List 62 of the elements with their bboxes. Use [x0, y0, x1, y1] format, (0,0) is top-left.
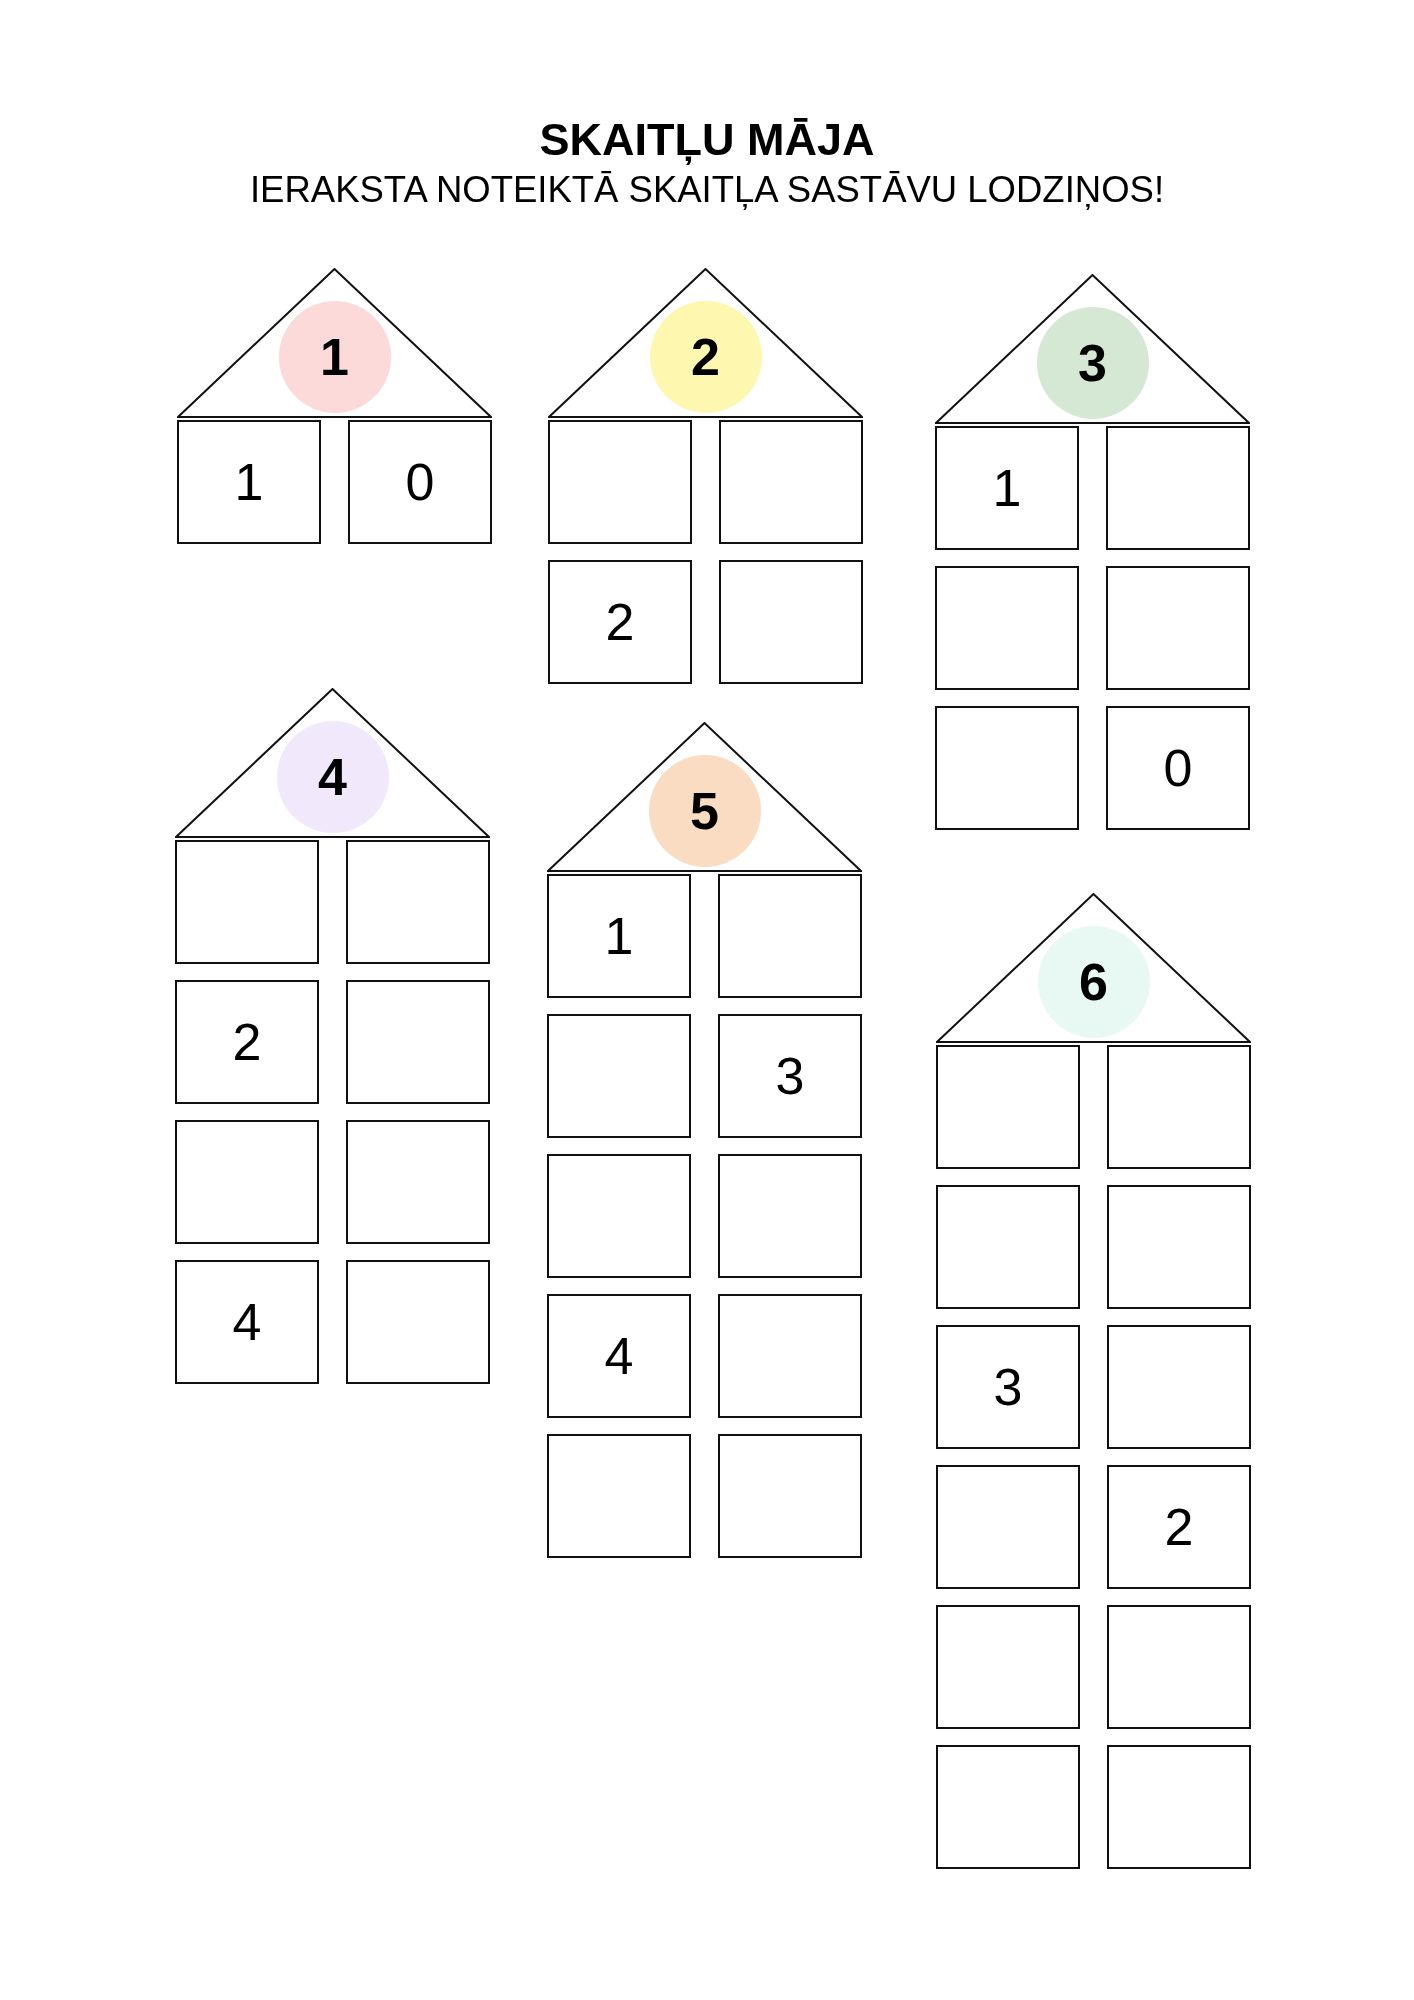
- digit: 3: [993, 1361, 1023, 1413]
- number-box: [348, 420, 492, 544]
- answer-box: [346, 1120, 490, 1244]
- number-box: [175, 1260, 319, 1384]
- answer-box: [547, 1154, 691, 1278]
- digit: 2: [1164, 1501, 1194, 1553]
- answer-box: [719, 560, 863, 684]
- house-number: 2: [691, 331, 720, 383]
- digit: 1: [604, 910, 634, 962]
- answer-box: [1106, 566, 1250, 690]
- instruction-text: IERAKSTA NOTEIKTĀ SKAITĻA SASTĀVU LODZIŅOS!: [249, 169, 1165, 211]
- answer-box: [935, 566, 1079, 690]
- answer-box: [718, 874, 862, 998]
- number-box: [936, 1325, 1080, 1449]
- answer-box: [936, 1465, 1080, 1589]
- answer-box: [175, 840, 319, 964]
- digit: 4: [232, 1296, 262, 1348]
- number-box: [175, 980, 319, 1104]
- number-box: [548, 560, 692, 684]
- number-box: [718, 1014, 862, 1138]
- answer-box: [718, 1434, 862, 1558]
- answer-box: [1107, 1745, 1251, 1869]
- number-box: [1107, 1465, 1251, 1589]
- number-box: [935, 426, 1079, 550]
- answer-box: [547, 1434, 691, 1558]
- answer-box: [718, 1154, 862, 1278]
- digit: 3: [775, 1050, 805, 1102]
- answer-box: [936, 1745, 1080, 1869]
- answer-box: [175, 1120, 319, 1244]
- answer-box: [346, 980, 490, 1104]
- answer-box: [346, 840, 490, 964]
- answer-box: [346, 1260, 490, 1384]
- answer-box: [547, 1014, 691, 1138]
- house-number: 6: [1079, 956, 1108, 1008]
- answer-box: [1107, 1605, 1251, 1729]
- number-box: [177, 420, 321, 544]
- house-number: 3: [1078, 337, 1107, 389]
- number-box: [547, 874, 691, 998]
- answer-box: [935, 706, 1079, 830]
- house-number: 5: [690, 785, 719, 837]
- answer-box: [1107, 1325, 1251, 1449]
- title: SKAITĻU MĀJA: [539, 114, 875, 166]
- answer-box: [1107, 1185, 1251, 1309]
- digit: 0: [405, 456, 435, 508]
- answer-box: [719, 420, 863, 544]
- answer-box: [936, 1045, 1080, 1169]
- answer-box: [718, 1294, 862, 1418]
- digit: 1: [234, 456, 264, 508]
- number-box: [1106, 706, 1250, 830]
- answer-box: [936, 1185, 1080, 1309]
- digit: 2: [605, 596, 635, 648]
- digit: 0: [1163, 742, 1193, 794]
- answer-box: [1106, 426, 1250, 550]
- answer-box: [548, 420, 692, 544]
- answer-box: [1107, 1045, 1251, 1169]
- digit: 2: [232, 1016, 262, 1068]
- digit: 1: [992, 462, 1022, 514]
- digit: 4: [604, 1330, 634, 1382]
- number-box: [547, 1294, 691, 1418]
- house-number: 1: [320, 331, 349, 383]
- house-number: 4: [318, 751, 347, 803]
- answer-box: [936, 1605, 1080, 1729]
